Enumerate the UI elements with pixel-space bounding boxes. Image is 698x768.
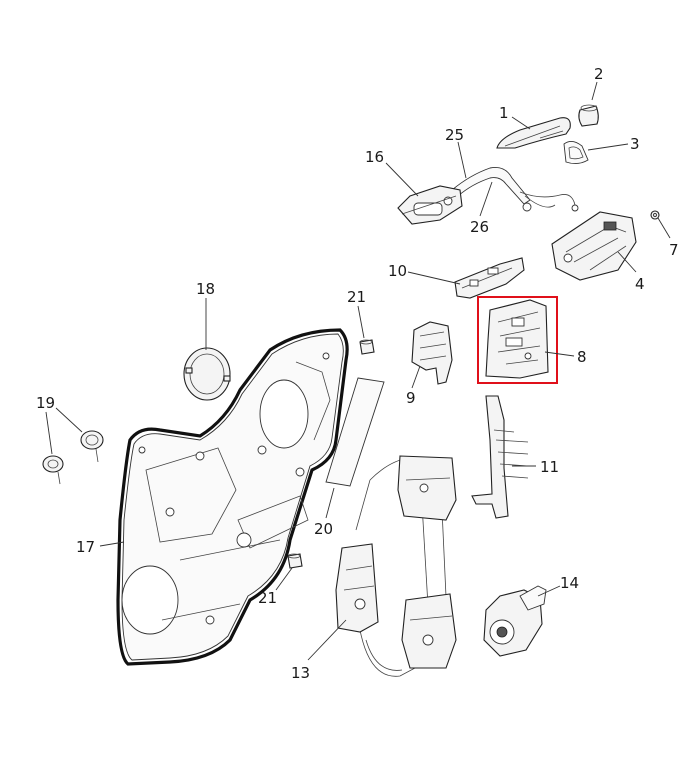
callout-3: 3 xyxy=(630,135,640,153)
part-module xyxy=(411,321,453,385)
part-gasket xyxy=(563,141,589,165)
callout-11: 11 xyxy=(540,458,559,476)
highlight-box xyxy=(477,296,558,384)
part-fastener-upper xyxy=(359,339,375,355)
leader-lines xyxy=(45,81,671,661)
part-door-latch xyxy=(551,211,637,281)
part-bracket xyxy=(454,257,525,299)
callout-25: 25 xyxy=(445,126,464,144)
part-regulator-motor xyxy=(483,585,547,657)
callout-20: 20 xyxy=(314,520,333,538)
callout-17: 17 xyxy=(76,538,95,556)
callout-10: 10 xyxy=(388,262,407,280)
callout-16: 16 xyxy=(365,148,384,166)
callout-21-upper: 21 xyxy=(347,288,366,306)
callout-14: 14 xyxy=(560,574,579,592)
callout-19: 19 xyxy=(36,394,55,412)
callout-2: 2 xyxy=(594,65,604,83)
part-fastener-lower xyxy=(287,553,303,569)
part-inner-panel xyxy=(116,328,349,666)
part-handle-cap xyxy=(578,104,599,127)
callout-13: 13 xyxy=(291,664,310,682)
part-exterior-handle xyxy=(496,117,571,149)
part-plugs xyxy=(42,430,104,485)
part-glass-channel xyxy=(471,395,529,519)
callout-21-lower: 21 xyxy=(258,589,277,607)
callout-4: 4 xyxy=(635,275,645,293)
callout-26: 26 xyxy=(470,218,489,236)
part-window-regulator xyxy=(335,455,457,677)
part-sheet xyxy=(325,377,385,487)
part-highlighted-component xyxy=(485,299,549,379)
part-interior-handle-bracket xyxy=(397,185,463,225)
callout-1: 1 xyxy=(499,104,509,122)
part-speaker-cover xyxy=(183,347,231,401)
part-linkage-rod xyxy=(451,167,579,212)
callout-8: 8 xyxy=(577,348,587,366)
part-clip xyxy=(650,210,660,220)
callout-18: 18 xyxy=(196,280,215,298)
callout-7: 7 xyxy=(669,241,679,259)
callout-9: 9 xyxy=(406,389,416,407)
